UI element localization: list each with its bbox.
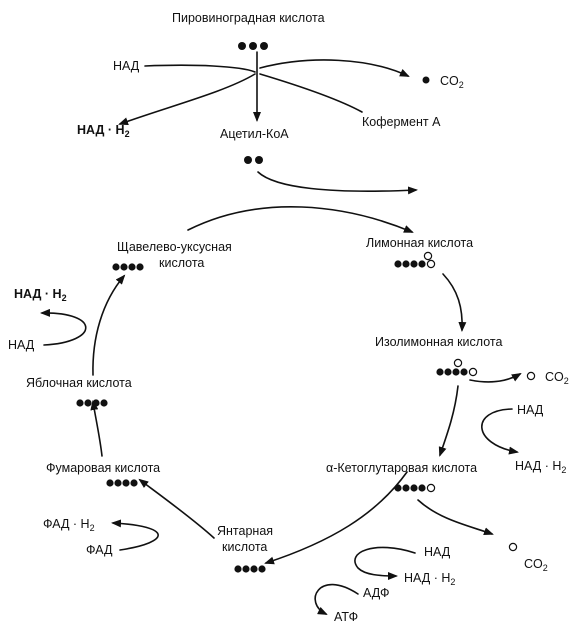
oxaloacetate-carbons [112,263,144,271]
isocitrate-co2-label: CO2 [545,370,569,386]
adp-to-atp-arrow [314,583,359,615]
succinate-label-line1: Янтарная [217,524,273,538]
isocitrate-to-akg-arrow [438,385,459,457]
isocitrate-nad-label: НАД [517,403,544,417]
fad-label: ФАД [86,543,113,557]
malate-to-oxaloacetate-arrow [92,274,126,376]
akg-carbons [394,483,436,493]
akg-nadh-label: НАД · Н2 [404,571,455,587]
nadh-out-arrow [118,73,256,126]
akg-nad-arrow [354,546,416,580]
citrate-carbons [394,251,436,269]
pyruvate-carbons [238,42,268,50]
isocitrate-co2-carbon [526,371,536,381]
succinate-carbons [234,565,266,573]
isocitrate-nad-arrow [481,408,519,455]
co2-out-arrow [259,59,410,77]
succinate-to-fumarate-arrow [138,478,215,539]
pyruvate-co2-label: CO2 [440,74,464,90]
isocitrate-label: Изолимонная кислота [375,335,502,349]
akg-co2-label: CO2 [524,557,548,573]
akg-to-succinate-arrow [264,471,408,565]
fadh-label: ФАД · Н2 [43,517,95,533]
isocitrate-carbons [436,358,478,377]
akg-co2-arrow [417,499,494,536]
malate-nadh-label: НАД · Н2 [14,287,67,303]
pyruvate-nad-label: НАД [113,59,140,73]
coa-in-arrow [259,73,363,113]
malate-label: Яблочная кислота [26,376,132,390]
malate-nad-label: НАД [8,338,35,352]
atp-label: АТФ [334,610,358,624]
isocitrate-co2-arrow [469,373,522,383]
succinate-label-line2: кислота [222,540,267,554]
oxaloacetate-label-line2: кислота [159,256,204,270]
oxaloacetate-label-line1: Щавелево-уксусная [117,240,232,254]
acetyl-coa-label: Ацетил-КоА [220,127,289,141]
fad-arrow [111,519,159,551]
acetyl-entry-arrow [257,171,418,195]
akg-nad-label: НАД [424,545,451,559]
coenzyme-a-label: Кофермент А [362,115,441,129]
akg-co2-carbon [508,542,518,552]
akg-label: α-Кетоглутаровая кислота [326,461,477,475]
citrate-to-isocitrate-arrow [442,273,467,332]
oxaloacetate-to-citrate-arrow [187,206,414,233]
malate-carbons [76,399,108,407]
isocitrate-nadh-label: НАД · Н2 [515,459,566,475]
acetyl-carbons [244,156,263,164]
adp-label: АДФ [363,586,389,600]
fumarate-carbons [106,479,138,487]
fumarate-to-malate-arrow [90,400,103,457]
nad-in-arrow [144,64,256,73]
malate-nad-arrow [40,308,87,346]
pyruvate-co2-carbon [422,76,430,84]
pyruvate-label: Пировиноградная кислота [172,11,325,25]
fumarate-label: Фумаровая кислота [46,461,160,475]
pyruvate-nadh-label: НАД · Н2 [77,123,130,139]
citrate-label: Лимонная кислота [366,236,473,250]
